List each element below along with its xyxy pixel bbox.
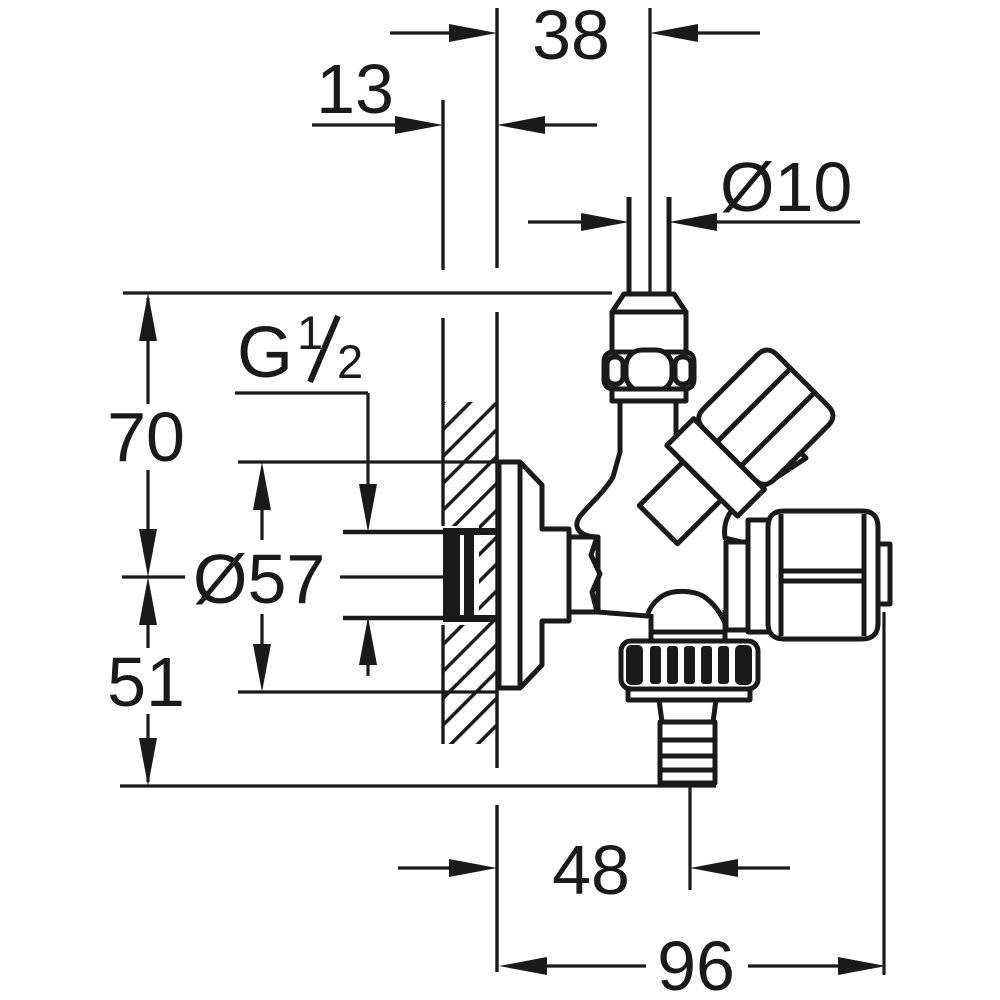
thread-numerator: 1	[297, 306, 323, 359]
dimension-d57	[253, 462, 271, 692]
label-96: 96	[657, 927, 735, 1000]
olive-cap	[609, 291, 689, 315]
label-13: 13	[316, 50, 394, 128]
dimension-13	[312, 116, 597, 134]
hose-barb	[657, 719, 718, 786]
dimension-d10	[528, 213, 860, 231]
label-70: 70	[107, 398, 185, 476]
top-hex-facet-right	[672, 354, 694, 387]
rosette	[496, 459, 572, 691]
top-hex-facet-left	[604, 354, 626, 387]
leader-thread	[235, 391, 377, 676]
dimension-48	[398, 859, 790, 877]
outlet-union-nut	[765, 508, 881, 642]
handwheel-assembly	[618, 610, 761, 786]
top-hex-facet-center	[623, 347, 675, 394]
dimension-labels: 38 13 Ø10 G 1 2 70 Ø57 51 48 96	[107, 0, 852, 1000]
outlet-neck	[723, 539, 751, 633]
angled-branch-union	[636, 347, 836, 547]
outlet-union	[723, 508, 893, 642]
label-d10: Ø10	[720, 148, 852, 226]
label-thread-g12: G 1 2	[237, 306, 363, 393]
dimension-70	[139, 293, 157, 577]
thread-fraction-slash	[307, 314, 341, 384]
label-51: 51	[107, 643, 185, 721]
top-washer	[609, 386, 689, 404]
branch-union-nut	[696, 347, 836, 487]
dimension-51	[139, 577, 157, 786]
branch-nut-facet-line-1	[715, 366, 793, 444]
label-48: 48	[552, 831, 630, 909]
label-d57: Ø57	[193, 540, 325, 618]
thread-denominator: 2	[337, 335, 363, 388]
thread-prefix: G	[237, 313, 293, 393]
label-38: 38	[532, 0, 610, 74]
barb-neck	[656, 697, 719, 725]
top-compression-fitting	[601, 197, 697, 404]
handwheel-knurling	[626, 645, 752, 685]
valve	[496, 197, 893, 786]
fitting-sleeve	[609, 309, 689, 356]
branch-nut-facet-line-2	[739, 390, 817, 468]
dimension-lines	[120, 8, 886, 975]
outlet-end-cap	[875, 541, 893, 607]
pipe-seal-rings	[443, 528, 497, 622]
dimension-96	[499, 957, 886, 975]
dimension-38	[390, 24, 760, 42]
wall-section	[343, 8, 499, 972]
